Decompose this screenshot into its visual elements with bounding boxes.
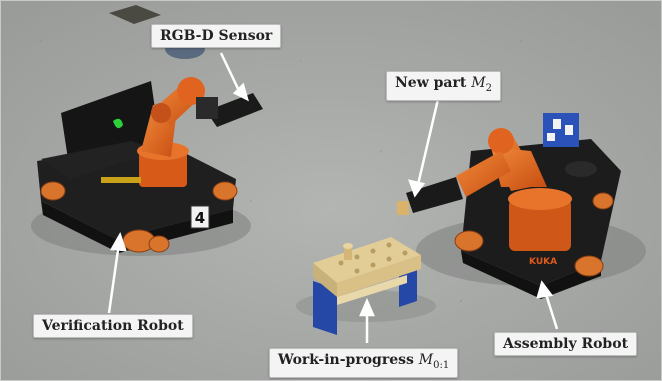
label-assembly-robot-text: Assembly Robot xyxy=(503,336,629,352)
plate-number: 4 xyxy=(195,209,205,227)
assembly-robot: KUKA xyxy=(397,113,646,299)
work-in-progress-block xyxy=(296,237,436,335)
gripper xyxy=(406,177,463,213)
new-part xyxy=(397,201,409,215)
laptop-logo-icon xyxy=(113,118,123,129)
label-wip-symbol: M0:1 xyxy=(418,352,450,371)
label-verification-robot: Verification Robot xyxy=(33,314,193,338)
label-work-in-progress: Work-in-progress M0:1 xyxy=(269,348,459,378)
label-rgbd-sensor-text: RGB-D Sensor xyxy=(160,28,273,44)
label-verification-robot-text: Verification Robot xyxy=(42,318,184,334)
label-wip-text: Work-in-progress xyxy=(278,352,414,368)
rgbd-sensor xyxy=(206,93,263,127)
floor-plate xyxy=(109,5,161,24)
label-new-part-text: New part xyxy=(395,75,467,91)
verification-robot: 4 xyxy=(31,77,263,256)
annotation-arrows xyxy=(107,52,559,343)
plate-number-bg xyxy=(190,205,210,229)
blue-box xyxy=(543,113,579,147)
label-assembly-robot: Assembly Robot xyxy=(494,332,638,356)
label-rgbd-sensor: RGB-D Sensor xyxy=(151,24,282,48)
kuka-logo: KUKA xyxy=(529,257,557,267)
label-new-part: New part M2 xyxy=(386,71,501,101)
label-new-part-symbol: M2 xyxy=(471,75,492,94)
